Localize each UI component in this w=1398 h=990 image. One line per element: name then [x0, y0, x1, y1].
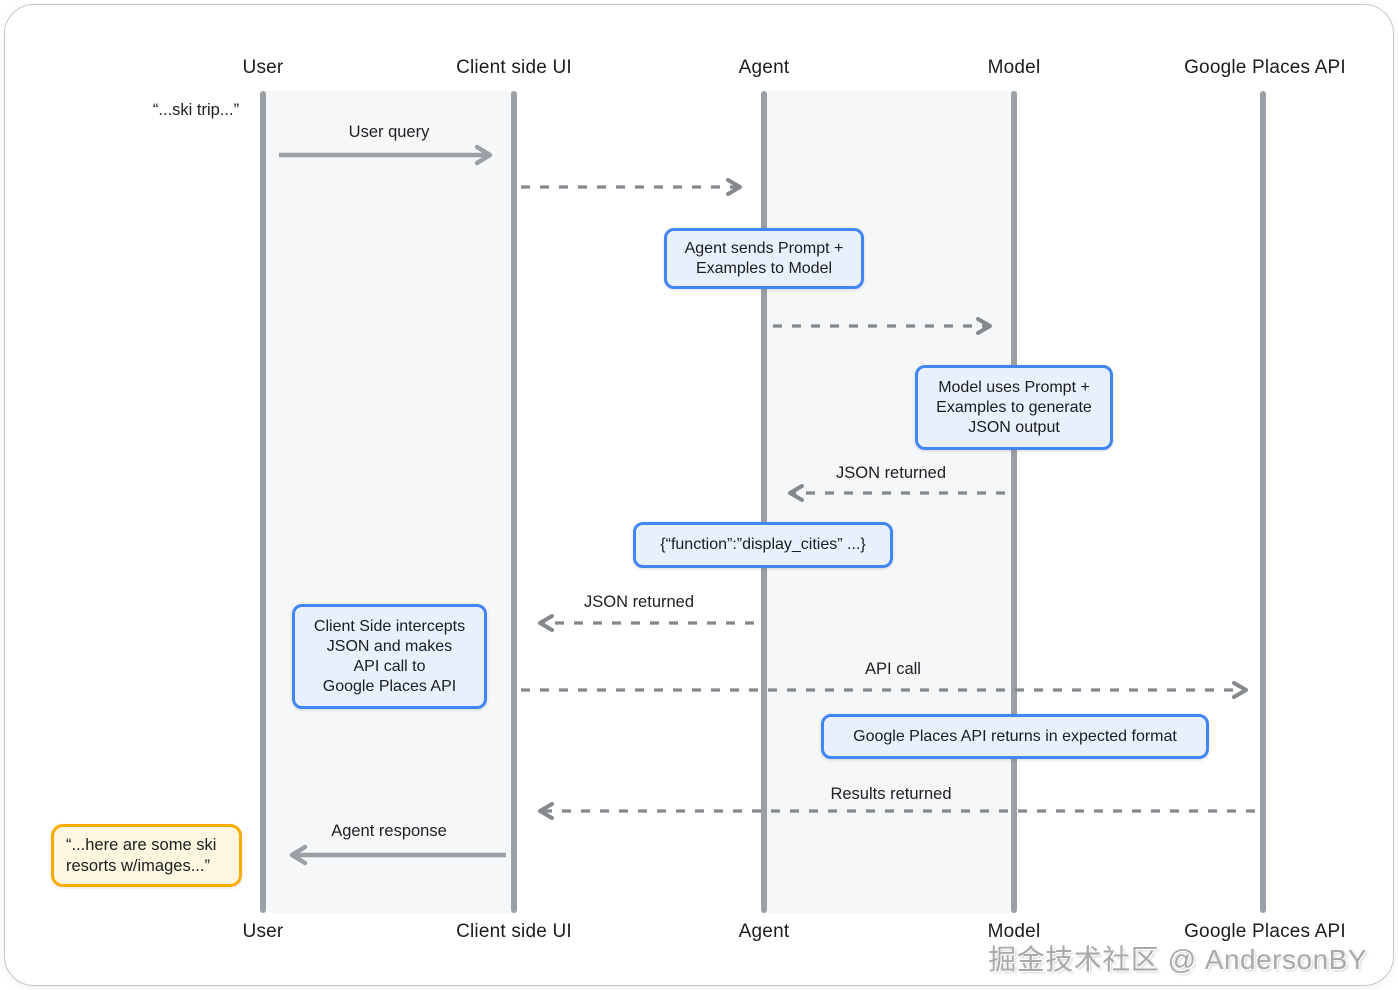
lifeline-google-places-api — [1260, 91, 1266, 913]
actor-label-client-side-ui-bottom: Client side UI — [456, 921, 572, 942]
note-box-ski-resorts: “...here are some ski resorts w/images..… — [51, 824, 242, 887]
label-results-returned: Results returned — [830, 785, 952, 803]
box-client-intercepts: Client Side intercepts JSON and makes AP… — [292, 604, 487, 709]
label-json-returned-agent: JSON returned — [583, 593, 695, 611]
label-user-query: User query — [348, 123, 430, 141]
lifeline-user — [260, 91, 266, 913]
sequence-diagram-card: User Client side UI Agent Model Google P… — [4, 4, 1394, 986]
message-arrows-layer — [279, 144, 1255, 866]
actor-label-user-bottom: User — [242, 921, 284, 942]
actor-label-google-places-api-top: Google Places API — [1184, 57, 1346, 78]
actor-label-agent-top: Agent — [738, 57, 790, 78]
actor-label-model-bottom: Model — [987, 921, 1041, 942]
label-agent-response: Agent response — [331, 822, 447, 840]
activation-column-user-ui — [263, 91, 514, 913]
label-api-call: API call — [865, 660, 921, 678]
label-json-returned-model: JSON returned — [835, 464, 947, 482]
actor-label-user-top: User — [242, 57, 284, 78]
note-ski-trip: “...ski trip...” — [152, 101, 240, 119]
box-function-json: {“function”:”display_cities” ...} — [633, 522, 893, 568]
lifeline-model — [1011, 91, 1017, 913]
box-places-returns: Google Places API returns in expected fo… — [821, 714, 1209, 759]
watermark-text: 掘金技术社区 @ AndersonBY — [988, 944, 1367, 975]
actor-label-client-side-ui-top: Client side UI — [456, 57, 572, 78]
actor-label-google-places-api-bottom: Google Places API — [1184, 921, 1346, 942]
lifeline-agent — [761, 91, 767, 913]
box-model-uses-prompt: Model uses Prompt + Examples to generate… — [915, 365, 1113, 450]
box-agent-sends-prompt: Agent sends Prompt + Examples to Model — [664, 228, 864, 289]
lifeline-client-side-ui — [511, 91, 517, 913]
actor-label-agent-bottom: Agent — [738, 921, 790, 942]
actor-label-model-top: Model — [987, 57, 1041, 78]
